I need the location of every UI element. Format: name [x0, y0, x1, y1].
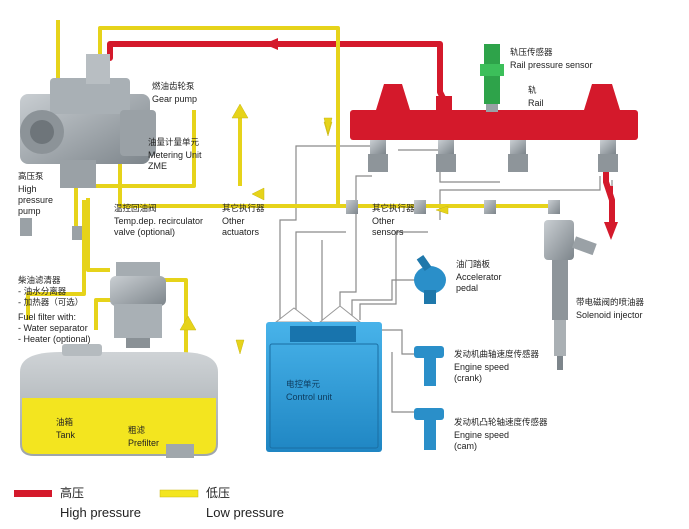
pedal-label-cn: 油门踏板: [456, 260, 491, 270]
accelerator-pedal: [414, 254, 446, 304]
injector-label-cn: 带电磁阀的喷油器: [576, 298, 645, 308]
fuel-tank: [20, 344, 218, 458]
legend-swatches: [14, 489, 199, 498]
actuators-label-cn: 其它执行器: [222, 204, 265, 214]
legend-high-swatch: [14, 490, 52, 497]
return-fittings: [346, 200, 560, 214]
signal-wires: [279, 145, 613, 413]
rail-sensor-label-en: Rail pressure sensor: [510, 60, 593, 70]
prefilter-label-cn: 粗滤: [128, 426, 146, 436]
crank-sensor: [414, 346, 444, 386]
tank-label-cn: 油箱: [56, 418, 74, 428]
crank-label-en: Engine speed (crank): [454, 362, 510, 383]
sensors-label-en: Other sensors: [372, 216, 404, 237]
recirc-label-cn: 温控回油阀: [114, 204, 157, 214]
injector-label-en: Solenoid injector: [576, 310, 643, 320]
rail-label-en: Rail: [528, 98, 544, 108]
ecu-label-cn: 电控单元: [286, 380, 321, 390]
hp-pump-label-en: High pressure pump: [18, 184, 54, 216]
pedal-label-en: Accelerator pedal: [456, 272, 502, 293]
ecu-label-en: Control unit: [286, 392, 333, 402]
gear-pump-label-en: Gear pump: [152, 94, 198, 104]
crank-label-cn: 发动机曲轴速度传感器: [454, 350, 540, 360]
sensors-label-cn: 其它执行器: [372, 204, 415, 214]
cam-label-en: Engine speed (cam): [454, 430, 510, 451]
legend-low-swatch: [159, 489, 199, 498]
rail-label-cn: 轨: [528, 86, 537, 96]
rail: [350, 84, 638, 172]
filter-label-en: Fuel filter with: - Water separator - He…: [18, 312, 91, 344]
control-unit: [266, 305, 382, 452]
metering-label-en: Metering Unit ZME: [148, 150, 202, 171]
red-arrows: [264, 38, 618, 240]
tank-label-en: Tank: [56, 430, 76, 440]
recirc-label-en: Temp.dep. recirculator valve (optional): [114, 216, 204, 237]
legend-high-cn: 高压: [60, 486, 85, 500]
actuators-label-en: Other actuators: [222, 216, 260, 237]
hp-pump-label-cn: 高压泵: [18, 172, 44, 182]
cam-sensor: [414, 408, 444, 450]
yellow-arrows: [179, 103, 449, 355]
prefilter-label-en: Prefilter: [128, 438, 160, 448]
metering-label-cn: 油量计量单元: [148, 138, 200, 148]
gear-pump-label-cn: 燃油齿轮泵: [152, 82, 195, 92]
solenoid-injector: [544, 220, 597, 370]
fuel-filter: [110, 262, 166, 348]
legend-low-en: Low pressure: [206, 505, 285, 520]
high-pressure-pump: [20, 54, 156, 240]
legend-low-cn: 低压: [206, 486, 231, 500]
legend-high-en: High pressure: [60, 505, 141, 520]
cam-label-cn: 发动机凸轮轴速度传感器: [454, 418, 548, 428]
rail-pressure-sensor: [480, 44, 504, 112]
rail-sensor-label-cn: 轨压传感器: [510, 48, 553, 58]
filter-label-cn: 柴油滤清器 - 油水分离器 - 加热器（可选）: [18, 276, 84, 308]
